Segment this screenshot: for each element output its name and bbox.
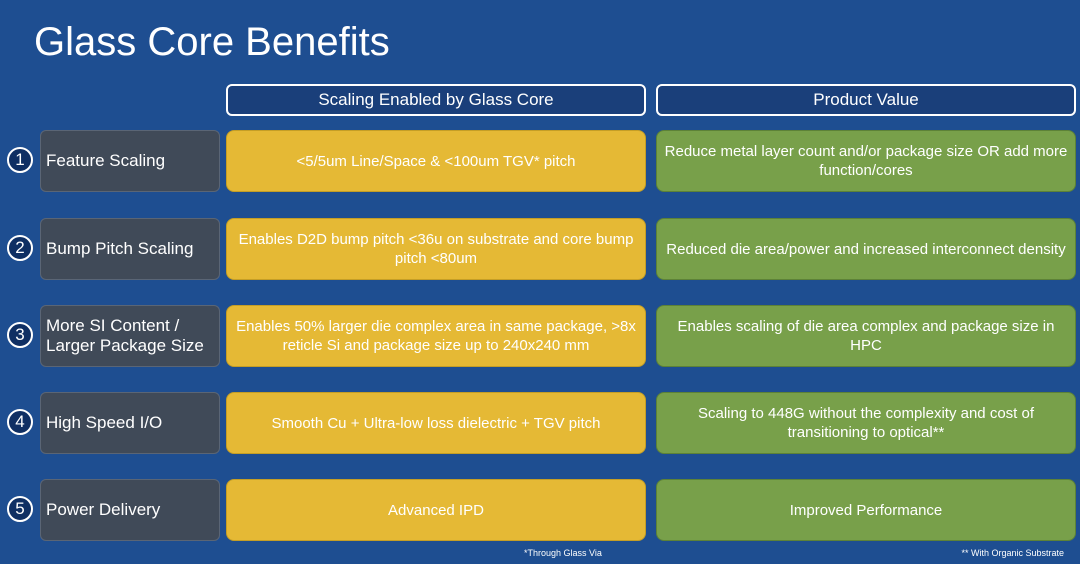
row-label: High Speed I/O bbox=[40, 392, 220, 454]
header-product-value: Product Value bbox=[656, 84, 1076, 116]
scaling-cell: Advanced IPD bbox=[226, 479, 646, 541]
product-value-cell: Improved Performance bbox=[656, 479, 1076, 541]
row-number-badge: 1 bbox=[7, 147, 33, 173]
scaling-cell: Enables D2D bump pitch <36u on substrate… bbox=[226, 218, 646, 280]
product-value-cell: Reduced die area/power and increased int… bbox=[656, 218, 1076, 280]
row-label: Feature Scaling bbox=[40, 130, 220, 192]
row-label: More SI Content / Larger Package Size bbox=[40, 305, 220, 367]
scaling-cell: Smooth Cu + Ultra-low loss dielectric + … bbox=[226, 392, 646, 454]
footnote-tgv: *Through Glass Via bbox=[524, 548, 602, 558]
scaling-cell: Enables 50% larger die complex area in s… bbox=[226, 305, 646, 367]
row-number-badge: 4 bbox=[7, 409, 33, 435]
table-row: 2 Bump Pitch Scaling Enables D2D bump pi… bbox=[0, 218, 1080, 280]
row-number-badge: 5 bbox=[7, 496, 33, 522]
row-label: Bump Pitch Scaling bbox=[40, 218, 220, 280]
product-value-cell: Scaling to 448G without the complexity a… bbox=[656, 392, 1076, 454]
table-row: 4 High Speed I/O Smooth Cu + Ultra-low l… bbox=[0, 392, 1080, 454]
product-value-cell: Enables scaling of die area complex and … bbox=[656, 305, 1076, 367]
header-scaling: Scaling Enabled by Glass Core bbox=[226, 84, 646, 116]
row-label: Power Delivery bbox=[40, 479, 220, 541]
row-number-badge: 2 bbox=[7, 235, 33, 261]
row-number-badge: 3 bbox=[7, 322, 33, 348]
table-row: 5 Power Delivery Advanced IPD Improved P… bbox=[0, 479, 1080, 541]
product-value-cell: Reduce metal layer count and/or package … bbox=[656, 130, 1076, 192]
table-row: 3 More SI Content / Larger Package Size … bbox=[0, 305, 1080, 367]
table-row: 1 Feature Scaling <5/5um Line/Space & <1… bbox=[0, 130, 1080, 192]
page-title: Glass Core Benefits bbox=[34, 20, 390, 64]
footnote-organic-substrate: ** With Organic Substrate bbox=[961, 548, 1064, 558]
scaling-cell: <5/5um Line/Space & <100um TGV* pitch bbox=[226, 130, 646, 192]
